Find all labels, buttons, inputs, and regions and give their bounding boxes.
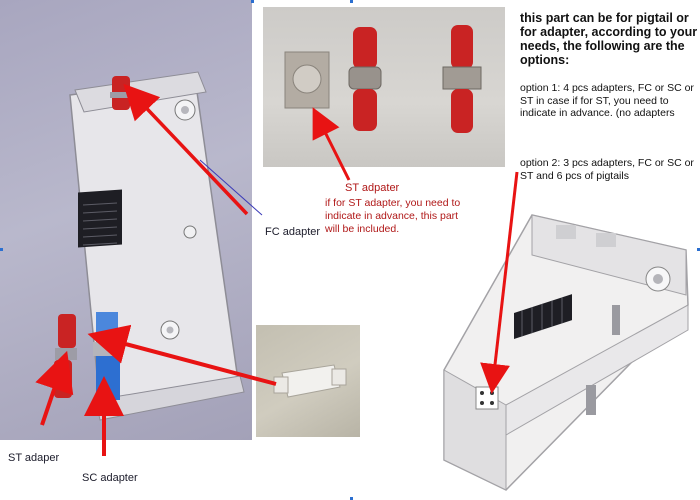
st-adapter-parts-illustration xyxy=(284,25,482,133)
splice-holder xyxy=(78,189,122,248)
screw-post xyxy=(183,225,197,239)
arrow-icon xyxy=(35,350,74,426)
st-adapter-label: ST adaper xyxy=(8,452,60,464)
st-adapter-title: ST adpater xyxy=(345,182,400,194)
options-heading: this part can be for pigtail or for adap… xyxy=(520,11,698,67)
fc-leader-line xyxy=(199,159,263,216)
st-adapter-parts-photo xyxy=(263,7,505,167)
st-adapter-body-icon xyxy=(353,27,377,69)
marker-dot xyxy=(350,497,353,500)
fc-adapter-label: FC adapter xyxy=(265,226,321,238)
st-adapter-assembled-icon xyxy=(451,25,473,69)
marker-dot xyxy=(697,248,700,251)
sc-adapter-label: SC adapter xyxy=(82,472,138,484)
arrow-icon xyxy=(123,83,249,216)
adapter-plug-photo xyxy=(256,325,360,437)
splice-holder-right xyxy=(514,294,572,339)
arrow-icon xyxy=(87,324,277,386)
marker-dot xyxy=(251,0,254,3)
arrow-icon xyxy=(312,107,351,181)
marker-dot xyxy=(0,248,3,251)
adapter-plug-illustration xyxy=(273,364,347,398)
st-adapter-icon xyxy=(58,314,76,348)
marker-dot xyxy=(350,0,353,3)
st-adapter-note: if for ST adapter, you need to indicate … xyxy=(325,197,461,235)
option-2-text: option 2: 3 pcs adapters, FC or SC or ST… xyxy=(520,157,694,182)
option-1-text: option 1: 4 pcs adapters, FC or SC or ST… xyxy=(520,82,694,119)
arrow-icon xyxy=(480,171,519,394)
